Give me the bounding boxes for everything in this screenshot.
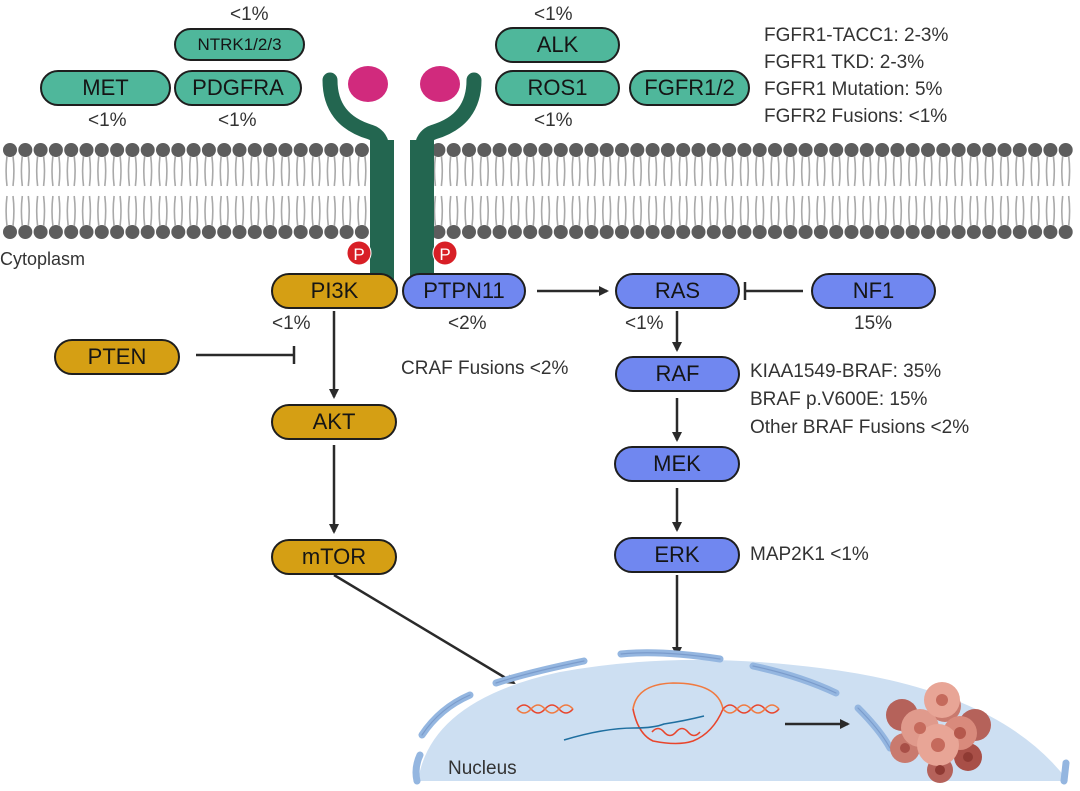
ligand-left: [348, 66, 388, 102]
erk-node: ERK: [614, 537, 740, 573]
ntrk-node: NTRK1/2/3: [174, 28, 305, 61]
alk-freq: <1%: [534, 4, 573, 25]
akt-node: AKT: [271, 404, 397, 440]
nf1-freq: 15%: [854, 313, 893, 334]
alk-node: ALK: [495, 27, 620, 63]
fgfr-node: FGFR1/2: [629, 70, 750, 106]
ros1-freq: <1%: [534, 110, 573, 131]
craf-note: CRAF Fusions <2%: [401, 358, 569, 379]
ntrk-freq: <1%: [230, 4, 269, 25]
erk-note: MAP2K1 <1%: [750, 544, 869, 565]
met-label: MET: [82, 75, 129, 100]
raf-label: RAF: [655, 361, 700, 386]
mek-label: MEK: [653, 451, 701, 476]
pdgfra-label: PDGFRA: [192, 75, 284, 100]
pdgfra-freq: <1%: [218, 110, 257, 131]
erk-label: ERK: [654, 542, 700, 567]
ntrk-label: NTRK1/2/3: [197, 34, 282, 54]
ras-label: RAS: [654, 278, 701, 303]
fgfr-alterations-list: FGFR1-TACC1: 2-3% FGFR1 TKD: 2-3% FGFR1 …: [764, 22, 948, 130]
phosphate-left: P: [346, 240, 372, 266]
ros1-label: ROS1: [527, 75, 588, 100]
raf-node: RAF: [615, 356, 740, 392]
pi3k-freq: <1%: [272, 313, 311, 334]
raf-alteration: BRAF p.V600E: 15%: [750, 389, 928, 410]
ptpn11-label: PTPN11: [423, 278, 505, 303]
fgfr-alteration: FGFR1 TKD: 2-3%: [764, 52, 925, 73]
ras-node: RAS: [615, 273, 740, 309]
arrow-mtor-to-nucleus: [333, 573, 516, 685]
met-node: MET: [40, 70, 171, 106]
cytoplasm-label: Cytoplasm: [0, 249, 86, 269]
akt-label: AKT: [312, 409, 356, 434]
fgfr-alteration: FGFR1-TACC1: 2-3%: [764, 25, 949, 46]
pdgfra-node: PDGFRA: [174, 70, 302, 106]
raf-alteration: KIAA1549-BRAF: 35%: [750, 361, 942, 382]
nf1-node: NF1: [811, 273, 936, 309]
ptpn11-node: PTPN11: [402, 273, 526, 309]
receptor-tyrosine-kinase: [322, 72, 482, 294]
fgfr-label: FGFR1/2: [644, 75, 735, 100]
mtor-node: mTOR: [271, 539, 397, 575]
ligand-right: [420, 66, 460, 102]
ras-freq: <1%: [625, 313, 664, 334]
inhibit-pten-to-pi3k: [196, 346, 296, 364]
met-freq: <1%: [88, 110, 127, 131]
alk-label: ALK: [536, 32, 579, 57]
phosphate-label: P: [353, 245, 364, 264]
pten-label: PTEN: [87, 344, 147, 369]
raf-alteration: Other BRAF Fusions <2%: [750, 417, 970, 438]
mtor-label: mTOR: [301, 544, 367, 569]
phosphate-right: P: [432, 240, 458, 266]
mek-node: MEK: [614, 446, 740, 482]
inhibit-nf1-to-ras: [743, 282, 803, 300]
pi3k-label: PI3K: [310, 278, 359, 303]
raf-alterations-list: KIAA1549-BRAF: 35% BRAF p.V600E: 15% Oth…: [750, 358, 969, 442]
nf1-label: NF1: [852, 278, 895, 303]
phosphate-label: P: [439, 245, 450, 264]
fgfr-alteration: FGFR1 Mutation: 5%: [764, 79, 943, 100]
nucleus-label: Nucleus: [448, 758, 517, 779]
pten-node: PTEN: [54, 339, 180, 375]
tumor-cells-icon: [886, 682, 991, 783]
dna-replication-icon: [516, 682, 780, 745]
pi3k-node: PI3K: [271, 273, 398, 309]
ros1-node: ROS1: [495, 70, 620, 106]
fgfr-alteration: FGFR2 Fusions: <1%: [764, 106, 948, 127]
ptpn11-freq: <2%: [448, 313, 487, 334]
cell-membrane: [3, 143, 1073, 239]
